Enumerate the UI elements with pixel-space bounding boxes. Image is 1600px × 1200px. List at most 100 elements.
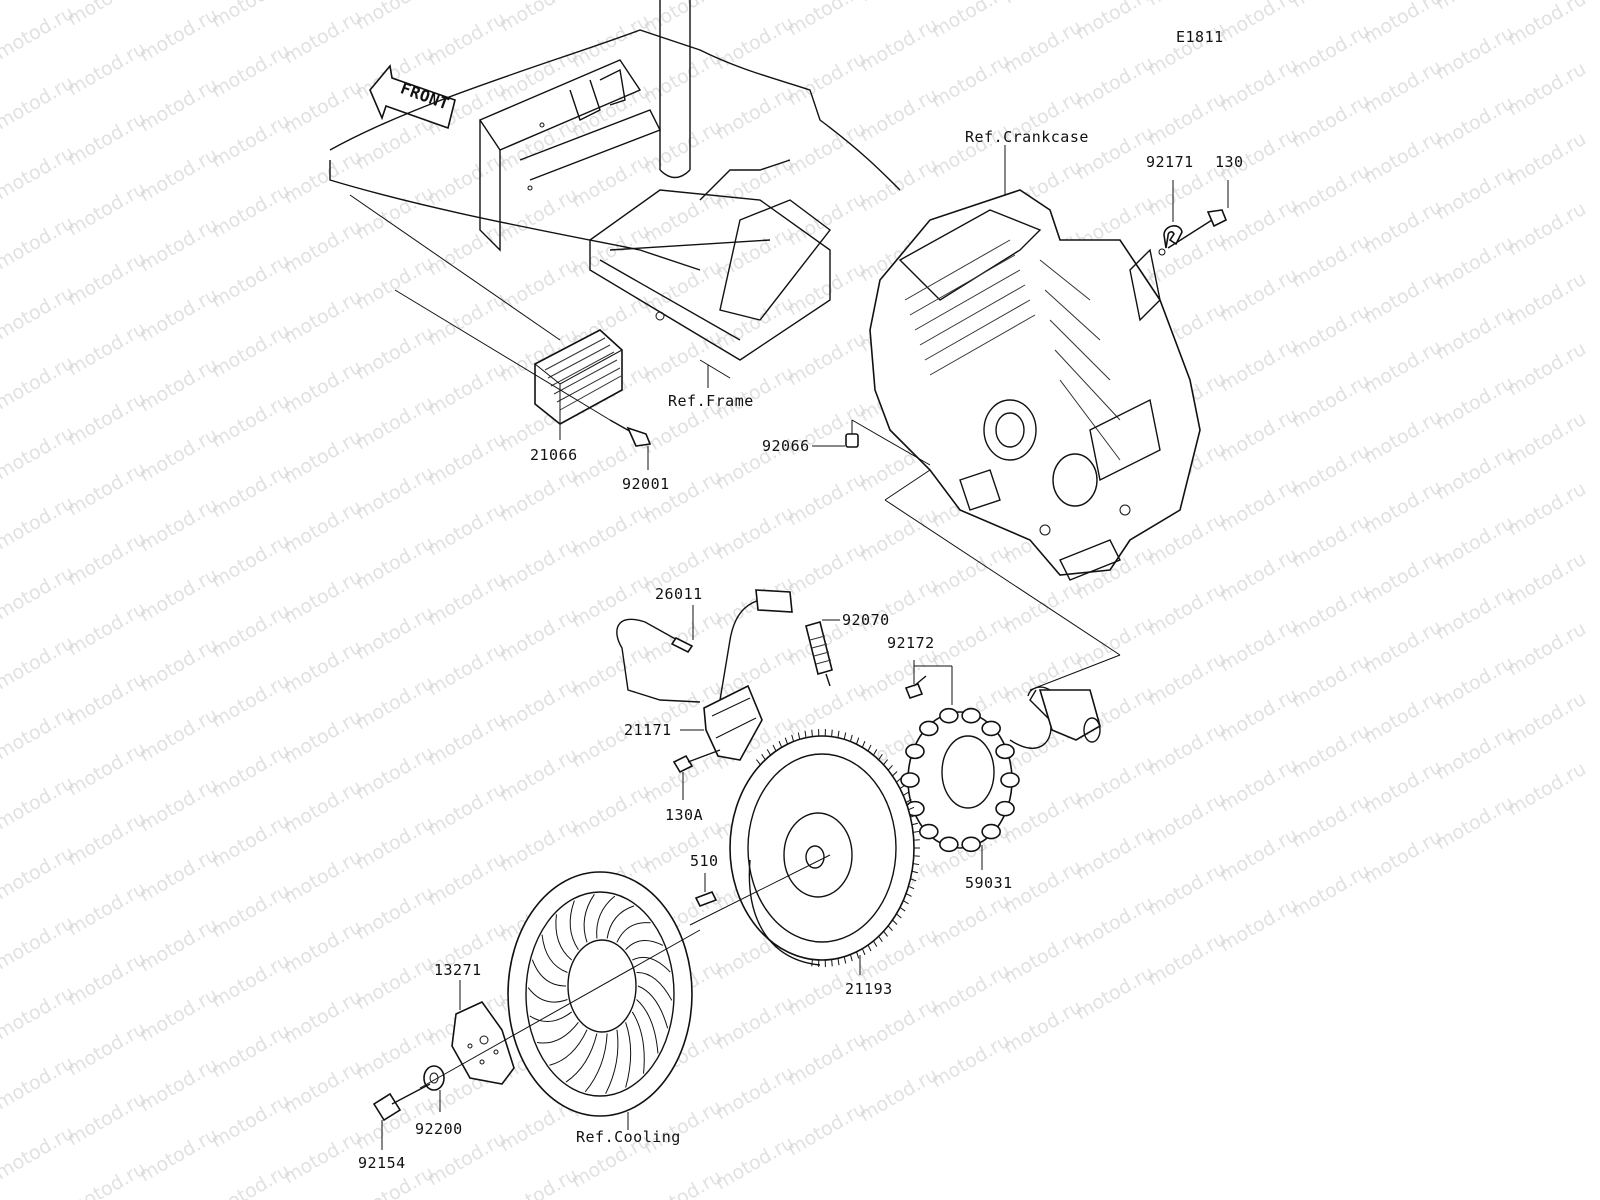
gear-tooth [892,771,898,777]
ref-frame-label: Ref.Frame [668,392,754,410]
fan-blade [616,922,651,943]
part-label-92001: 92001 [622,475,670,493]
watermark-text: motod.ru [1288,0,1374,12]
gear-tooth [887,765,893,771]
watermark-text: motod.ru [64,1158,150,1200]
gear-tooth [892,919,898,925]
fan-blade [541,934,568,973]
diagram-code: E1811 [1176,28,1224,46]
watermark-text: motod.ru [64,0,150,30]
gear-tooth [837,958,840,966]
fan-blade [606,905,635,939]
gear-tooth [883,930,888,937]
watermark-text: motod.ru [1504,58,1590,121]
fan-blade [631,1011,645,1074]
part-label-13271: 13271 [434,961,482,979]
plug-92066 [845,433,859,448]
stator-coil [939,836,959,853]
screw-92172 [904,675,927,699]
watermark-text: motod.ru [568,0,654,2]
part-label-92066: 92066 [762,437,810,455]
cooling-fan [507,871,693,1117]
gear-tooth [867,744,872,752]
fan-blade [565,1033,598,1083]
fan-blade [549,1029,588,1066]
watermark-text: motod.ru [1360,0,1446,48]
fan-blade [637,985,669,1029]
gear-tooth [804,730,807,738]
watermark-text: motod.ru [640,0,726,38]
plate-13271 [451,1000,515,1085]
gear-tooth [902,900,909,905]
gear-tooth [899,906,906,912]
part-label-130: 130 [1215,153,1244,171]
watermark-text: motod.ru [1504,478,1590,541]
gear-tooth [797,732,801,740]
watermark-text: motod.ru [208,1160,294,1200]
part-label-59031: 59031 [965,874,1013,892]
gear-tooth [905,893,912,897]
fan-blade [536,1021,579,1044]
stator-coil [905,743,925,760]
gear-tooth [878,753,883,761]
watermark-text: motod.ru [496,1164,582,1200]
gear-tooth [902,791,909,796]
fan-blade [584,1033,608,1093]
watermark-text: motod.ru [1504,758,1590,821]
stator-coil [1000,772,1020,788]
fan-blade [625,940,664,951]
watermark-text: motod.ru [1504,198,1590,261]
stator-coil [961,836,981,853]
gear-tooth [861,948,866,956]
stator-coil [981,720,1001,737]
gear-tooth [761,753,766,761]
gear-tooth [843,956,847,964]
fan-blade [625,1022,632,1088]
stator-coil [900,772,920,788]
gear-tooth [911,870,918,874]
watermark-text: motod.ru [712,0,798,4]
gear-tooth [878,935,883,943]
stator-coil [981,823,1001,840]
watermark-text: motod.ru [1000,0,1086,8]
part-label-92200: 92200 [415,1120,463,1138]
gear-tooth [867,944,872,952]
watermark-text: motod.ru [496,0,582,36]
watermark-text: motod.ru [1504,128,1590,191]
gear-tooth [861,740,866,748]
fan-blade [529,1011,573,1022]
gear-tooth [887,925,893,931]
watermark-text: motod.ru [1504,688,1590,751]
fan-blade [555,914,573,961]
clamp-92171 [1158,225,1183,256]
gear-tooth [913,863,920,866]
part-label-510: 510 [690,852,719,870]
stator-coil [961,707,981,724]
flywheel-21193 [729,729,920,967]
bolt-92154 [372,1083,431,1122]
watermark-text: motod.ru [1072,0,1158,44]
gear-tooth [843,732,847,740]
watermark-text: motod.ru [1216,0,1302,46]
bolt-92001 [609,419,652,447]
part-label-21066: 21066 [530,446,578,464]
frame-drawing [329,0,901,379]
part-label-92070: 92070 [842,611,890,629]
fan-blades [527,894,673,1094]
watermark-text: motod.ru [1504,0,1590,50]
gear-tooth [778,740,783,748]
fan-blade [636,999,659,1054]
gear-tooth [849,734,853,742]
fan-blade [531,959,567,987]
watermark-text: motod.ru [1432,0,1518,14]
fan-blade [636,971,673,1001]
watermark-text: motod.ru [352,0,438,34]
stator-59031 [900,686,1101,853]
ref-crankcase-label: Ref.Crankcase [965,128,1089,146]
gear-tooth [784,737,789,745]
watermark-text: motod.ru [856,0,942,6]
ref-cooling-label: Ref.Cooling [576,1128,681,1146]
stator-coil [939,707,959,724]
gear-tooth [910,878,917,882]
